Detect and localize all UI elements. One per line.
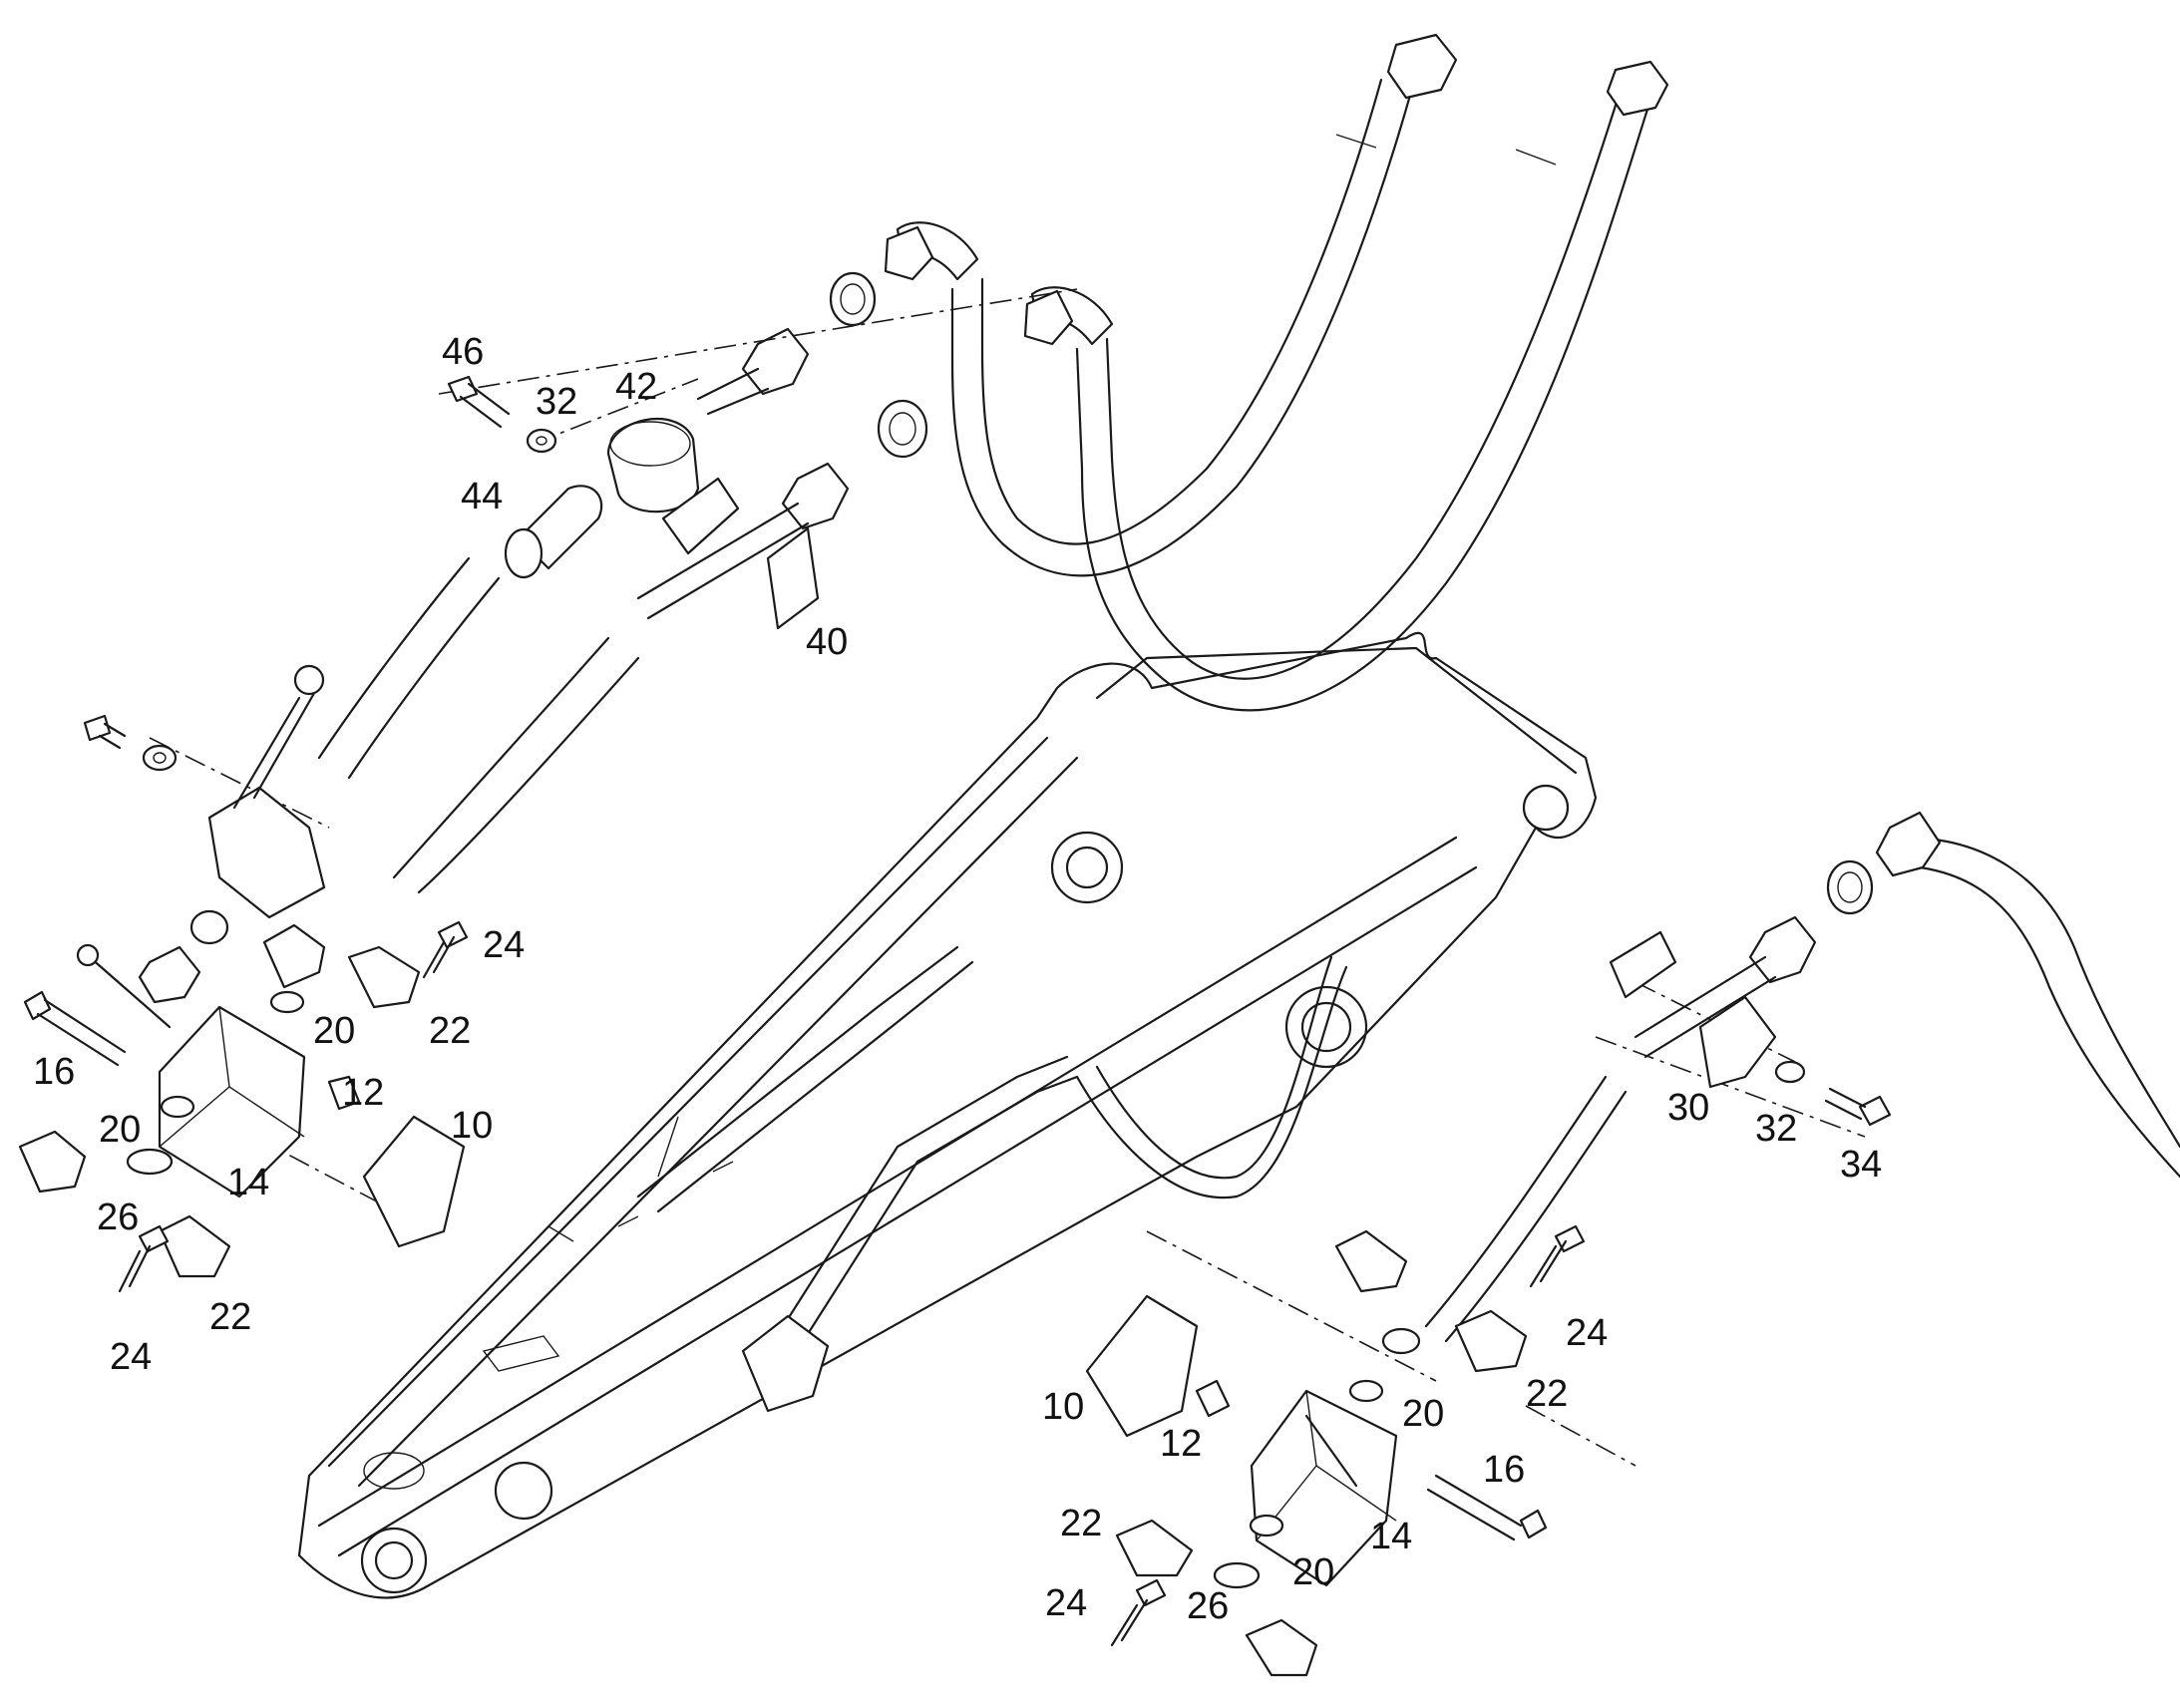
callout-22: 22	[209, 1296, 251, 1338]
valve-assembly-right	[1085, 811, 2180, 1677]
callout-20: 20	[1402, 1393, 1444, 1435]
callout-24: 24	[1045, 1582, 1087, 1624]
callout-labels: 46 32 42 44 40 24 20 22 16 12 10 20 14 2…	[33, 331, 1882, 1627]
callout-20: 20	[99, 1109, 141, 1151]
callout-16: 16	[33, 1051, 75, 1093]
callout-20: 20	[313, 1010, 355, 1052]
callout-30: 30	[1667, 1087, 1709, 1129]
boom-arm	[297, 631, 1598, 1599]
callout-20: 20	[1292, 1551, 1334, 1593]
callout-10: 10	[1042, 1386, 1084, 1428]
callout-24: 24	[1566, 1312, 1608, 1354]
callout-14: 14	[1370, 1516, 1412, 1557]
callout-46: 46	[442, 331, 484, 373]
callout-24: 24	[110, 1336, 152, 1378]
assembly-centerlines	[149, 288, 1866, 1467]
callout-22: 22	[1060, 1503, 1102, 1544]
callout-42: 42	[615, 366, 657, 408]
callout-10: 10	[451, 1105, 493, 1147]
hose-assembly-upper	[636, 33, 1669, 712]
callout-32: 32	[536, 381, 577, 423]
callout-26: 26	[97, 1196, 139, 1238]
callout-16: 16	[1483, 1449, 1525, 1491]
callout-34: 34	[1840, 1144, 1882, 1186]
callout-14: 14	[227, 1162, 269, 1203]
callout-24: 24	[483, 924, 525, 966]
callout-12: 12	[342, 1072, 384, 1114]
callout-40: 40	[806, 621, 848, 663]
callout-32: 32	[1755, 1108, 1797, 1150]
valve-assembly-left	[18, 375, 820, 1293]
callout-22: 22	[429, 1010, 471, 1052]
callout-44: 44	[461, 476, 503, 517]
callout-22: 22	[1526, 1373, 1568, 1415]
callout-26: 26	[1187, 1585, 1229, 1627]
callout-12: 12	[1160, 1423, 1202, 1465]
